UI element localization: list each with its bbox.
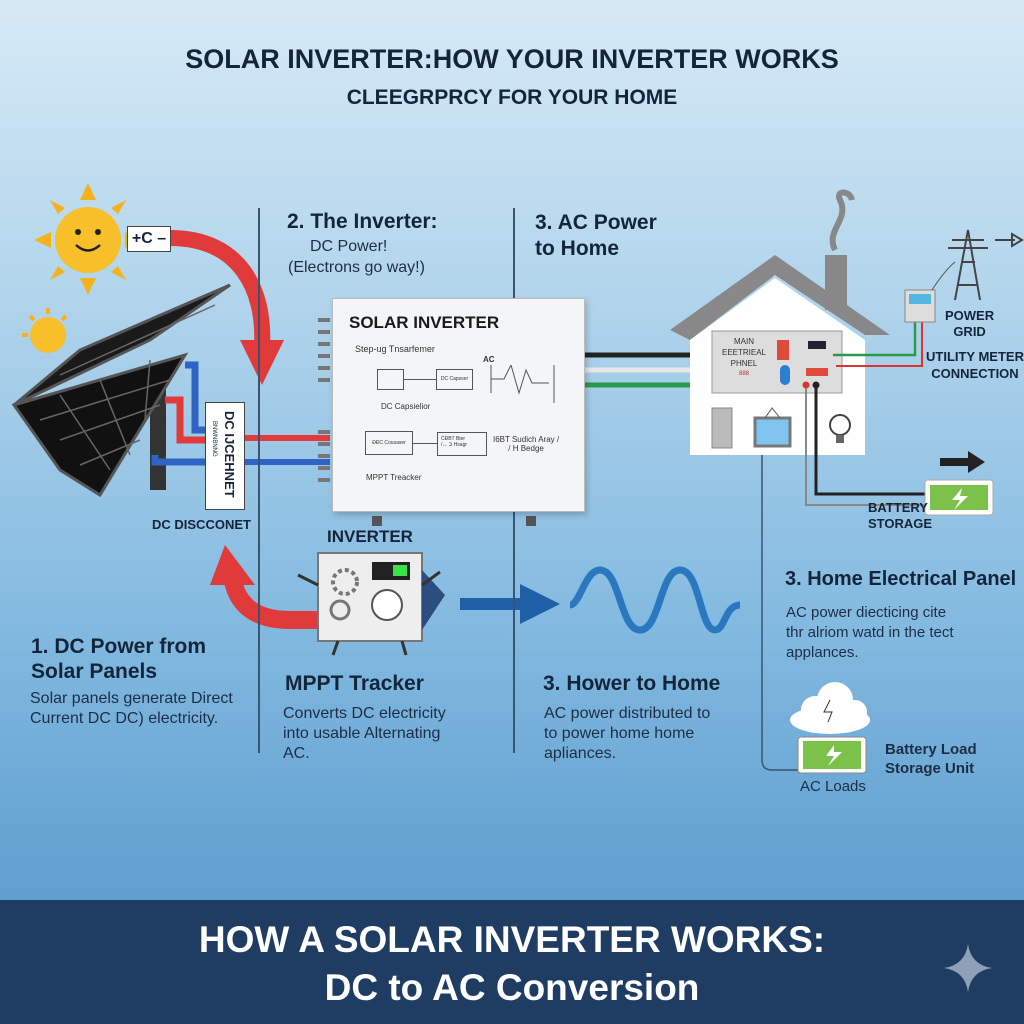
step2-title: 2. The Inverter: bbox=[287, 210, 438, 233]
ac-wave bbox=[568, 566, 741, 634]
igbt-label: I6BT Sudich Aray // H Bedge bbox=[493, 435, 560, 453]
ac-load-battery-icon bbox=[797, 736, 867, 774]
small-sun-icon bbox=[22, 308, 68, 353]
ac-loads-label: AC Loads bbox=[800, 778, 866, 795]
transformer-label: Step-ug Tnsarfemer bbox=[355, 344, 435, 354]
igbt-block: ĊĐBT Bter/↔ Ↄ Hsagr bbox=[437, 432, 487, 456]
dc-disconnect-box[interactable]: DC IJCEHNET BNWNBNNG bbox=[205, 402, 245, 510]
cloud-icon bbox=[790, 682, 870, 734]
power-tower-icon bbox=[948, 229, 1024, 301]
sparkle-icon bbox=[944, 944, 992, 992]
polarity-label: +C – bbox=[127, 226, 171, 252]
inverter-mascot-icon bbox=[297, 552, 445, 656]
mppt-label: MPPT Treacker bbox=[366, 473, 422, 482]
footer-title-line1: HOW A SOLAR INVERTER WORKS: bbox=[198, 919, 826, 960]
dc-arrow-top bbox=[169, 230, 271, 346]
solar-inverter-box: SOLAR INVERTER Step-ug Tnsarfemer DC Cap… bbox=[332, 298, 585, 512]
sun-icon bbox=[34, 183, 142, 295]
capacitor-label: DC Capsielior bbox=[381, 402, 431, 411]
dc-disconnect-caption: DC DISCCONET bbox=[152, 517, 251, 532]
house-icon bbox=[670, 189, 890, 455]
footer-title-line2: DC to AC Conversion bbox=[324, 967, 700, 1008]
step3-home-title: 3. Hower to Home bbox=[543, 672, 721, 695]
solar-panel-icon bbox=[11, 283, 231, 498]
dc-block: DC Capsser bbox=[436, 369, 473, 390]
heatsink-fins bbox=[318, 318, 330, 482]
step3-panel-title: 3. Home Electrical Panel bbox=[785, 568, 1017, 590]
page-title: SOLAR INVERTER:HOW YOUR INVERTER WORKS bbox=[185, 44, 839, 74]
footer-banner: HOW A SOLAR INVERTER WORKS: DC to AC Con… bbox=[0, 900, 1024, 1024]
dc-disconnect-small-text: BNWNBNNG bbox=[211, 421, 217, 457]
ac-output-wires bbox=[585, 352, 710, 388]
converter-block: ĐĐC Cousaser bbox=[365, 431, 413, 455]
solar-inverter-title: SOLAR INVERTER bbox=[349, 313, 500, 332]
ac-label: AC bbox=[483, 355, 495, 364]
dc-disconnect-box-label: DC IJCEHNET bbox=[222, 411, 237, 498]
page-subtitle: CLEEGRPRCY FOR YOUR HOME bbox=[346, 86, 678, 109]
diagram-graphics bbox=[11, 183, 1024, 774]
mppt-title: MPPT Tracker bbox=[285, 672, 424, 695]
transformer-block bbox=[377, 369, 404, 390]
step2-line2: (Electrons go way!) bbox=[288, 259, 425, 276]
step2-line1: DC Power! bbox=[310, 238, 388, 255]
inverter-mascot-label: INVERTER bbox=[327, 527, 413, 546]
divider bbox=[258, 208, 260, 753]
battery-icon bbox=[924, 479, 994, 516]
